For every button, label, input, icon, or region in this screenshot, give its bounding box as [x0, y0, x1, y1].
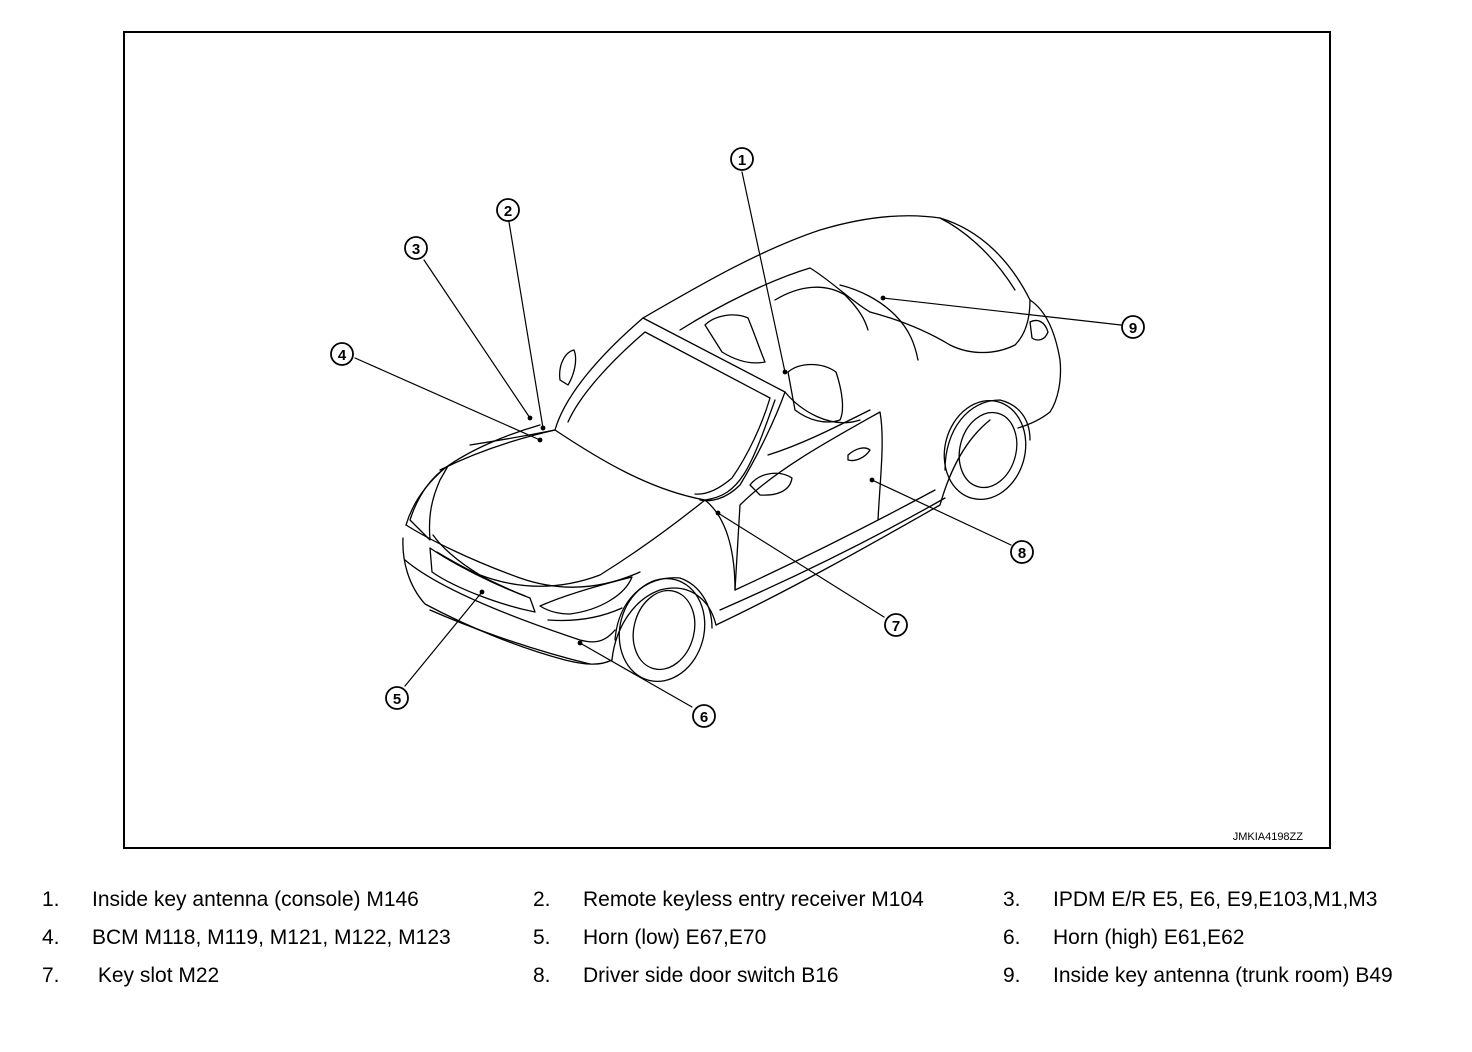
legend-text: Driver side door switch B16	[583, 964, 839, 987]
callout-8: 8	[1010, 540, 1034, 564]
car-component-diagram: 1 2 3 4 5 6 7 8 9	[330, 147, 1145, 728]
legend-number: 2.	[533, 888, 551, 911]
anchor-dots	[479, 295, 886, 646]
figure-frame: JMKIA4198ZZ	[123, 31, 1331, 849]
legend-number: 4.	[42, 926, 60, 949]
callout-5: 5	[385, 686, 409, 710]
callout-2: 2	[496, 198, 520, 222]
legend: 1. Inside key antenna (console) M146 2. …	[0, 880, 1472, 1030]
callout-6-label: 6	[700, 709, 708, 726]
legend-text: Horn (high) E61,E62	[1053, 926, 1245, 949]
leader-lines	[354, 171, 1122, 708]
callout-2-label: 2	[504, 203, 512, 220]
legend-text: Key slot M22	[92, 964, 220, 987]
legend-number: 8.	[533, 964, 551, 987]
legend-number: 1.	[42, 888, 60, 911]
callout-1-label: 1	[738, 152, 746, 169]
callout-7: 7	[884, 613, 908, 637]
legend-text: Remote keyless entry receiver M104	[583, 888, 924, 911]
callout-1: 1	[730, 147, 754, 171]
callout-7-label: 7	[892, 618, 900, 635]
callout-4-label: 4	[338, 347, 347, 364]
callout-5-label: 5	[393, 691, 401, 708]
legend-number: 7.	[42, 964, 60, 987]
legend-text: Inside key antenna (console) M146	[92, 888, 419, 911]
legend-number: 6.	[1003, 926, 1021, 949]
legend-text: BCM M118, M119, M121, M122, M123	[92, 926, 451, 949]
callout-3: 3	[404, 236, 428, 260]
callout-9-label: 9	[1129, 320, 1137, 337]
legend-number: 3.	[1003, 888, 1021, 911]
callout-4: 4	[330, 342, 354, 366]
legend-text: IPDM E/R E5, E6, E9,E103,M1,M3	[1053, 888, 1378, 911]
legend-number: 5.	[533, 926, 551, 949]
callout-8-label: 8	[1018, 545, 1026, 562]
callout-9: 9	[1121, 315, 1145, 339]
legend-text: Inside key antenna (trunk room) B49	[1053, 964, 1393, 987]
legend-text: Horn (low) E67,E70	[583, 926, 767, 949]
callout-6: 6	[692, 704, 716, 728]
callout-3-label: 3	[412, 241, 420, 258]
figure-code: JMKIA4198ZZ	[1232, 831, 1303, 843]
car-outline	[402, 215, 1062, 683]
legend-number: 9.	[1003, 964, 1021, 987]
